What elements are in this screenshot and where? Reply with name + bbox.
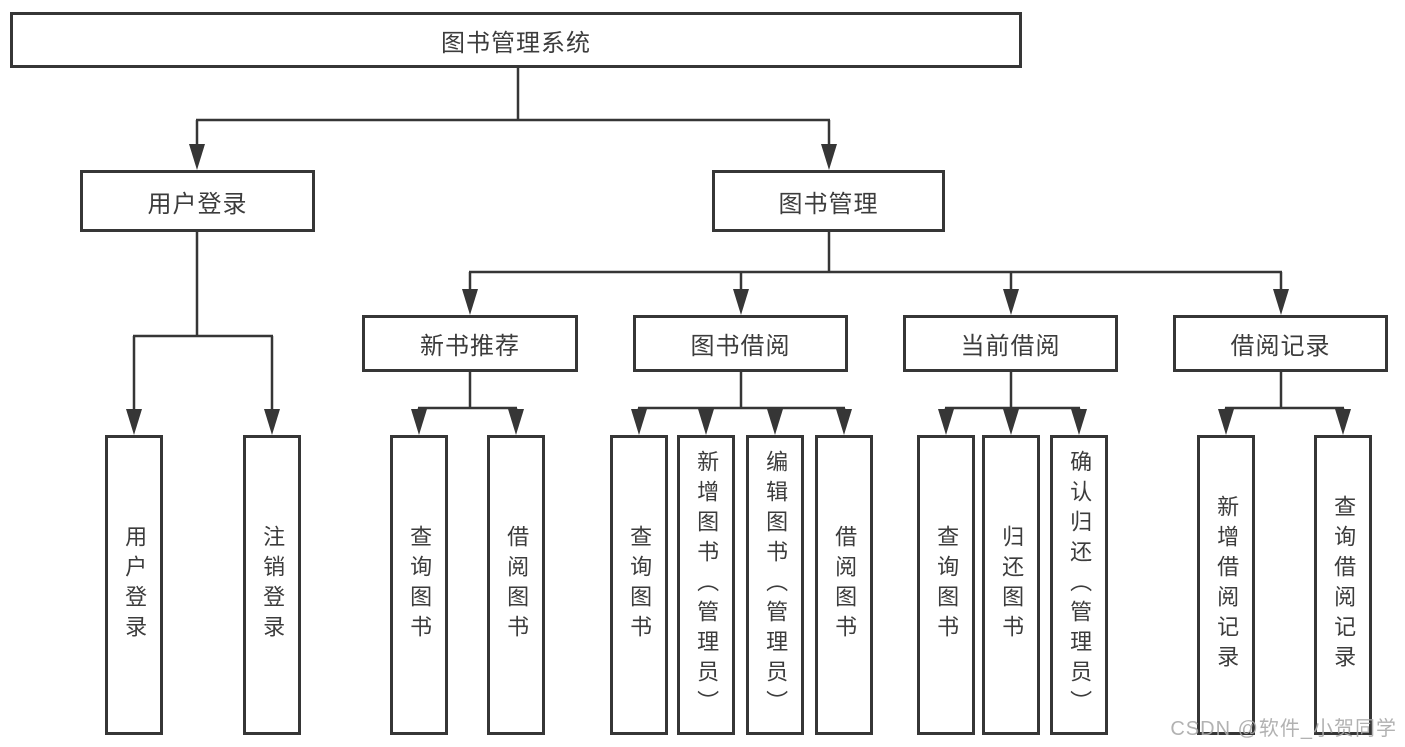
node-current-borrow: 当前借阅 xyxy=(903,315,1118,372)
node-label: 借阅图书 xyxy=(832,525,858,645)
leaf-cb-query-books: 查询图书 xyxy=(917,435,975,735)
node-new-books: 新书推荐 xyxy=(362,315,578,372)
leaf-cb-return-books: 归还图书 xyxy=(982,435,1040,735)
node-book-mgmt: 图书管理 xyxy=(712,170,945,232)
leaf-nb-query-books: 查询图书 xyxy=(390,435,448,735)
node-label: 确认归还（管理员） xyxy=(1067,450,1093,720)
leaf-bb-borrow-books: 借阅图书 xyxy=(815,435,873,735)
node-label: 图书管理系统 xyxy=(441,29,591,57)
node-user-login: 用户登录 xyxy=(80,170,315,232)
node-label: 用户登录 xyxy=(147,190,248,218)
node-label: 查询图书 xyxy=(627,525,653,645)
node-label: 借阅图书 xyxy=(504,525,530,645)
leaf-bb-add-books-admin: 新增图书（管理员） xyxy=(677,435,735,735)
node-label: 用户登录 xyxy=(122,525,148,645)
node-label: 新增图书（管理员） xyxy=(694,450,720,720)
node-label: 新增借阅记录 xyxy=(1214,495,1240,675)
node-label: 当前借阅 xyxy=(960,333,1061,360)
node-label: 查询借阅记录 xyxy=(1331,495,1357,675)
leaf-cb-confirm-return-admin: 确认归还（管理员） xyxy=(1050,435,1108,735)
node-root: 图书管理系统 xyxy=(10,12,1022,68)
node-label: 归还图书 xyxy=(999,525,1025,645)
node-label: 借阅记录 xyxy=(1230,333,1331,360)
leaf-logout: 注销登录 xyxy=(243,435,301,735)
node-label: 新书推荐 xyxy=(420,333,520,360)
leaf-nb-borrow-books: 借阅图书 xyxy=(487,435,545,735)
leaf-br-query-record: 查询借阅记录 xyxy=(1314,435,1372,735)
node-label: 查询图书 xyxy=(934,525,960,645)
leaf-user-login: 用户登录 xyxy=(105,435,163,735)
leaf-br-add-record: 新增借阅记录 xyxy=(1197,435,1255,735)
node-label: 查询图书 xyxy=(407,525,433,645)
leaf-bb-edit-books-admin: 编辑图书（管理员） xyxy=(746,435,804,735)
node-book-borrow: 图书借阅 xyxy=(633,315,848,372)
node-label: 编辑图书（管理员） xyxy=(763,450,789,720)
node-label: 图书管理 xyxy=(778,190,879,218)
node-label: 图书借阅 xyxy=(690,333,791,360)
node-label: 注销登录 xyxy=(260,525,286,645)
node-borrow-records: 借阅记录 xyxy=(1173,315,1388,372)
leaf-bb-query-books: 查询图书 xyxy=(610,435,668,735)
